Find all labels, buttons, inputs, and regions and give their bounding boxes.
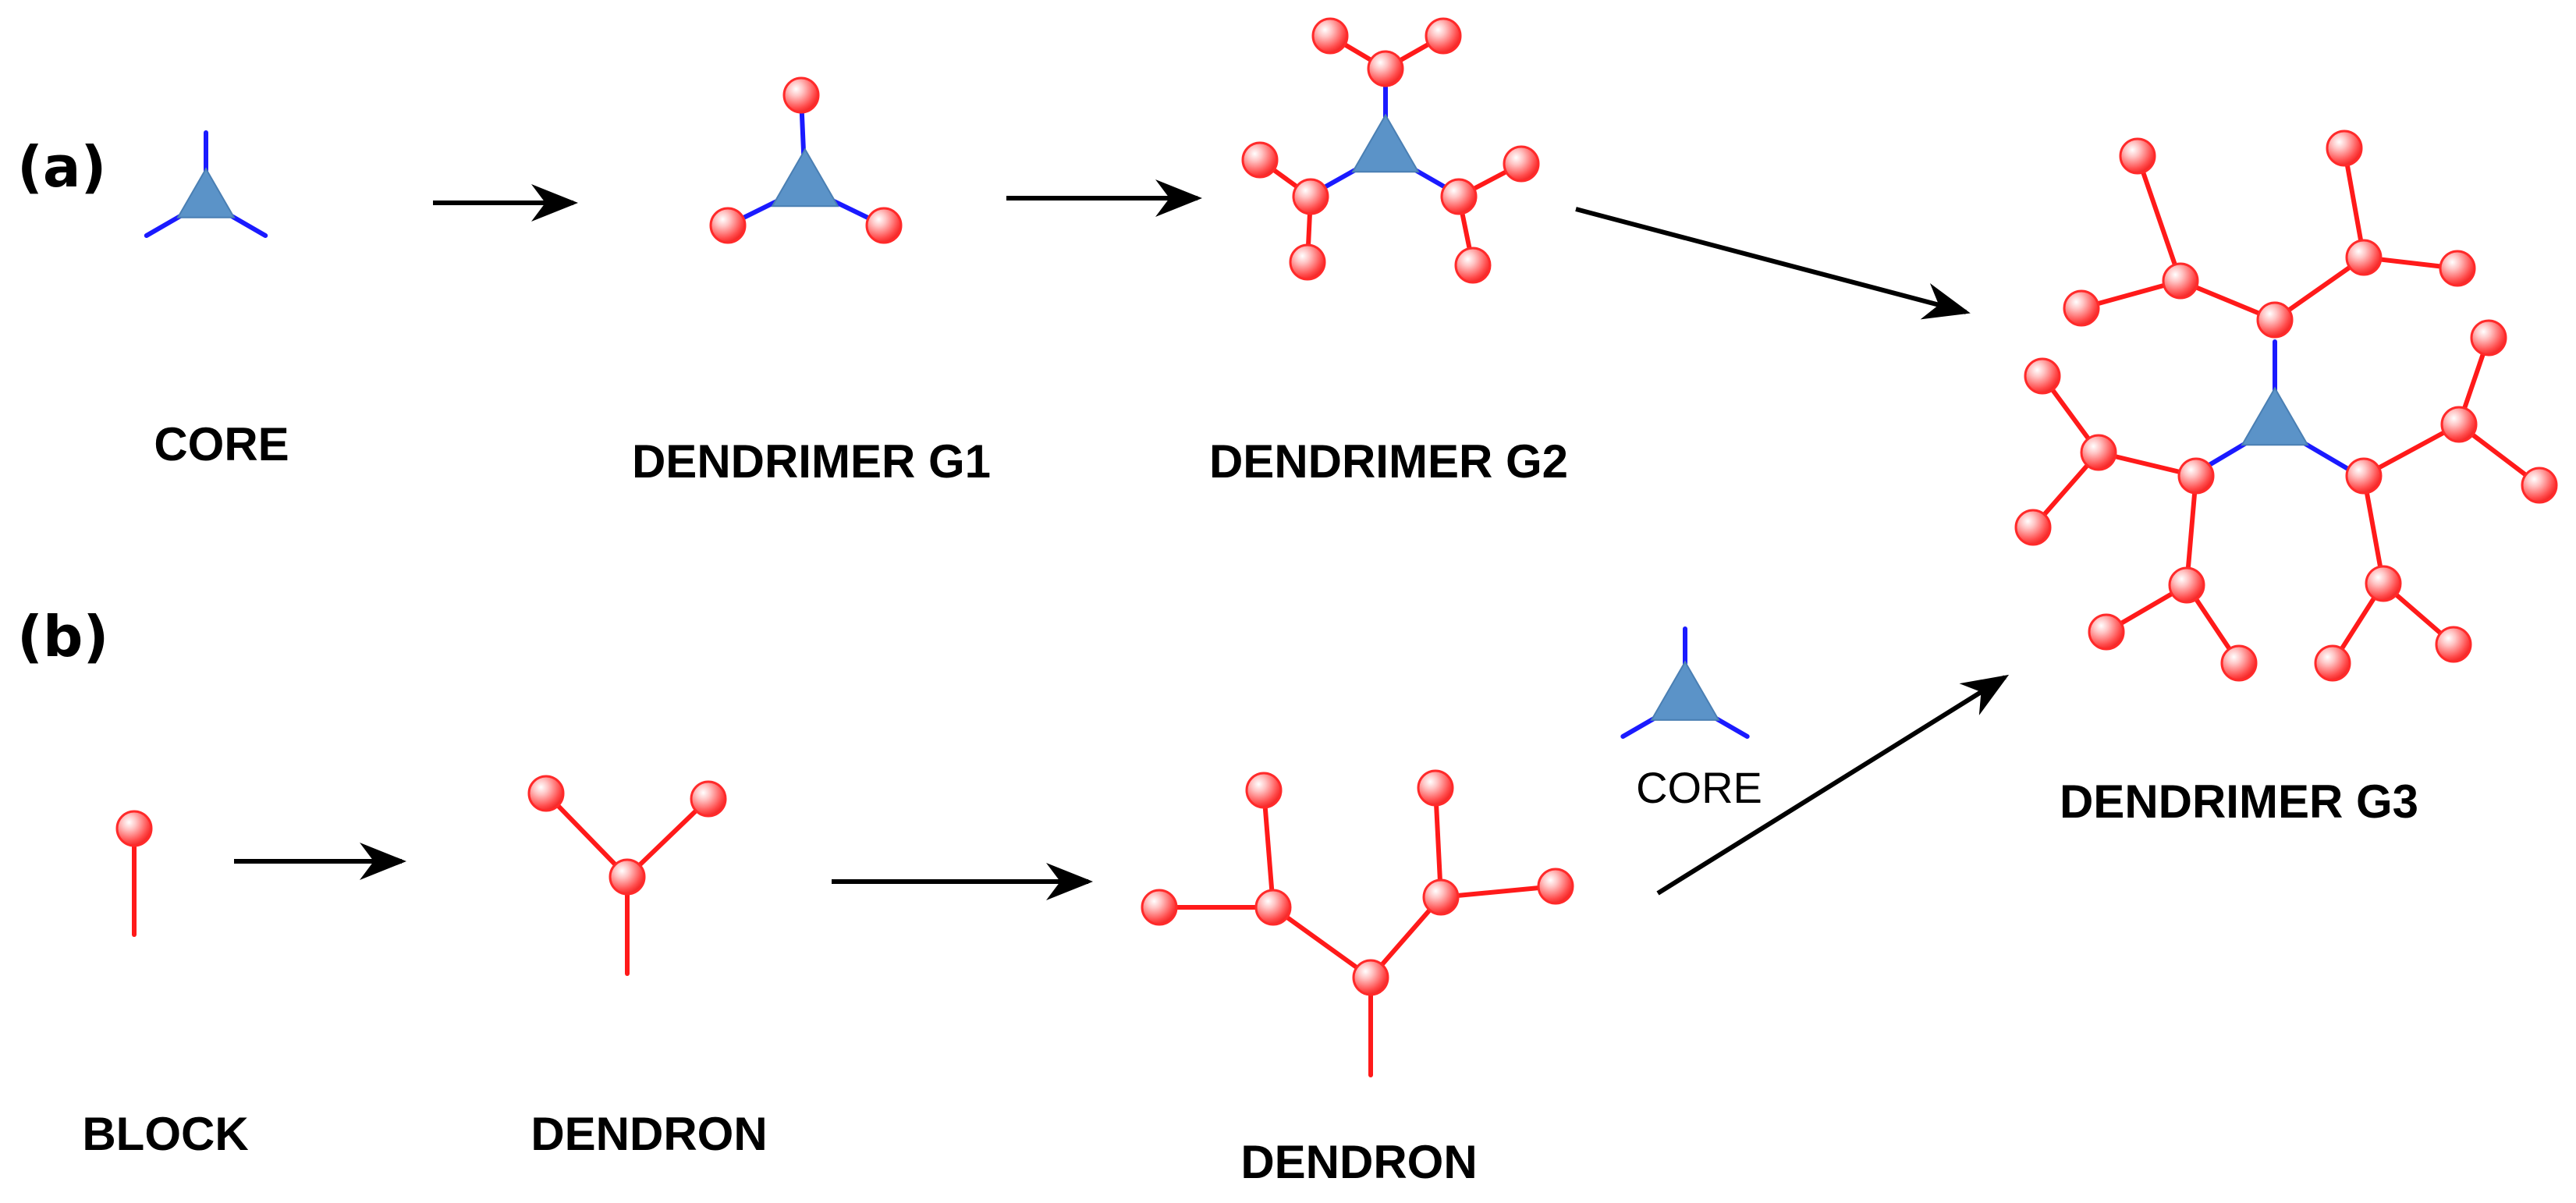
bead <box>1454 247 1492 284</box>
core-layer <box>176 113 2309 721</box>
bead <box>2345 239 2383 276</box>
bead <box>2024 357 2061 395</box>
label-dendron-1: DENDRON <box>530 1108 768 1160</box>
bead <box>2119 137 2156 175</box>
bead <box>1141 889 1178 926</box>
label-dendron-2: DENDRON <box>1240 1136 1478 1188</box>
bond <box>1271 905 1373 980</box>
bond <box>2342 146 2366 260</box>
bead <box>2088 613 2125 651</box>
bead <box>2435 626 2472 663</box>
bead <box>782 76 820 114</box>
bead <box>2439 250 2476 287</box>
bead <box>1352 959 1389 996</box>
bead <box>527 775 565 812</box>
label-block: BLOCK <box>82 1108 249 1160</box>
bead <box>2326 130 2363 167</box>
bond-layer <box>132 34 2542 1077</box>
bead <box>2177 457 2215 495</box>
bead <box>2220 644 2258 682</box>
bead <box>865 207 903 244</box>
core-triangle <box>176 167 236 218</box>
core-triangle <box>2241 386 2309 446</box>
bead <box>1367 50 1404 87</box>
core-triangle <box>771 147 839 208</box>
bond <box>1439 884 1558 900</box>
bead <box>1537 868 1574 905</box>
bead <box>1245 772 1283 809</box>
bead <box>1425 17 1462 55</box>
bead <box>609 858 646 896</box>
bond <box>2135 154 2183 283</box>
label-dendrimer-g3: DENDRIMER G3 <box>2059 775 2419 828</box>
panel-label-a: (a) <box>17 134 107 200</box>
bead <box>2256 301 2294 339</box>
bead <box>2440 406 2478 443</box>
bead <box>1503 145 1540 183</box>
bead <box>1241 141 1279 179</box>
arrow <box>1575 207 1971 320</box>
bead <box>1422 878 1460 916</box>
bead <box>2521 467 2558 504</box>
bead <box>2063 289 2100 327</box>
label-dendrimer-g2: DENDRIMER G2 <box>1208 435 1569 488</box>
label-dendrimer-g1: DENDRIMER G1 <box>631 435 992 488</box>
arrow <box>1656 674 2010 896</box>
bead <box>1440 178 1478 215</box>
core-triangle <box>1351 113 1420 173</box>
bead <box>1292 178 1329 215</box>
label-core: CORE <box>154 418 289 470</box>
bead <box>2345 457 2383 495</box>
bead <box>709 207 747 244</box>
core-triangle <box>1650 660 1720 721</box>
bead-layer <box>115 17 2558 996</box>
bond <box>544 791 630 879</box>
label-core-small: CORE <box>1636 763 1762 812</box>
bead <box>2162 262 2199 300</box>
bead <box>1417 769 1454 807</box>
arrow-layer <box>234 179 2010 900</box>
bond <box>1261 788 1276 910</box>
bead <box>1311 17 1349 55</box>
bead <box>1254 889 1292 926</box>
bond <box>625 797 711 879</box>
bead <box>2080 434 2117 471</box>
bead <box>690 780 727 818</box>
bead <box>2168 566 2205 604</box>
panel-label-b: (b) <box>17 604 109 669</box>
bead <box>115 810 153 847</box>
bead <box>2314 644 2351 682</box>
bead <box>1289 243 1326 281</box>
bead <box>2365 565 2402 602</box>
bead <box>2470 319 2507 357</box>
bead <box>2014 509 2052 546</box>
